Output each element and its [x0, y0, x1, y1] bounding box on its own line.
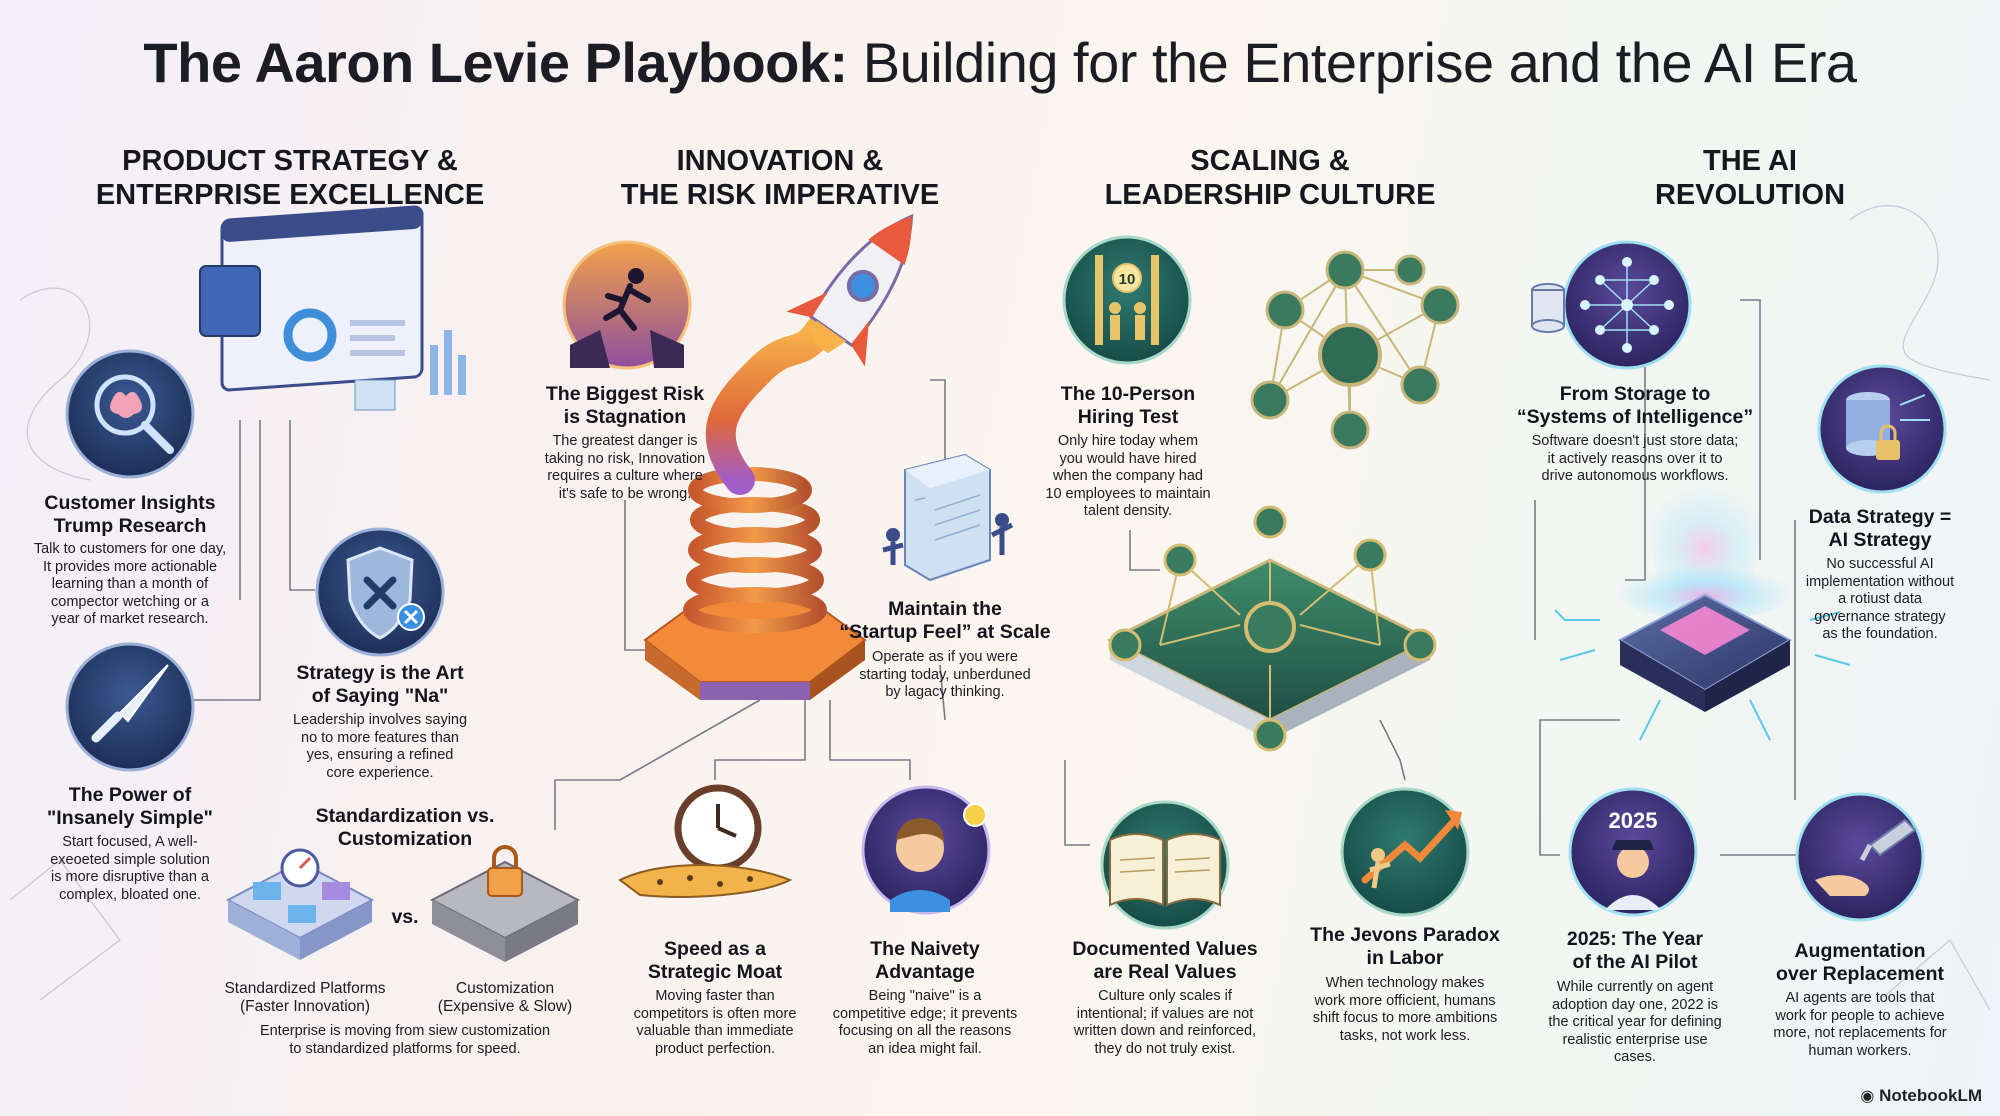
vs-label: vs. — [391, 906, 419, 928]
clock-cheetah-icon — [618, 784, 793, 898]
ai-pilot-desc: While currently on agent adoption day on… — [1548, 979, 1722, 1065]
notebooklm-brand: ◉ NotebookLM — [1860, 1086, 1982, 1105]
pilot-2025-icon: 2025 — [1568, 787, 1698, 917]
column-heading-innovation: INNOVATION &THE RISK IMPERATIVE — [620, 145, 940, 211]
background-decoration — [9, 205, 1991, 1011]
speed-moat-title: Speed as a Strategic Moat — [647, 938, 783, 983]
naivety-desc: Being "naive" is a competitive edge; it … — [832, 988, 1018, 1057]
hiring-badge-number: 10 — [1119, 271, 1136, 288]
naivety-title: The Naivety Advantage — [870, 938, 980, 983]
saying-no-desc: Leadership involves saying no to more fe… — [292, 712, 468, 781]
notebooklm-logo-icon: ◉ — [1860, 1088, 1875, 1105]
data-strategy-desc: No successful AI implementation without … — [1805, 556, 1955, 642]
page-title: The Aaron Levie Playbook: Building for t… — [0, 30, 2000, 95]
pilot-badge-year: 2025 — [1609, 808, 1658, 833]
speed-moat-desc: Moving faster than competitors is often … — [633, 988, 797, 1057]
knife-icon — [65, 642, 195, 772]
browser-window-illustration — [199, 205, 466, 411]
ai-chip-illustration — [1554, 470, 1851, 741]
jevons-desc: When technology makes work more officien… — [1312, 975, 1498, 1044]
augmentation-desc: AI agents are tools that work for people… — [1773, 990, 1947, 1059]
growth-arrow-icon — [1340, 787, 1470, 917]
hiring-test-title: The 10-Person Hiring Test — [1060, 383, 1196, 428]
insanely-simple-desc: Start focused, A well- exeoeted simple s… — [50, 834, 210, 903]
child-lightbulb-icon — [861, 785, 991, 915]
saying-no-title: Strategy is the Art of Saying "Na" — [296, 662, 464, 707]
hiring-test-desc: Only hire today whem you would have hire… — [1045, 433, 1211, 519]
brain-magnifier-icon — [65, 349, 195, 479]
rocket-spring-illustration — [643, 213, 914, 700]
column-heading-scaling: SCALING &LEADERSHIP CULTURE — [1104, 145, 1436, 211]
startup-feel-title: Maintain the “Startup Feel” at Scale — [839, 598, 1051, 643]
neural-network-icon — [1562, 240, 1692, 370]
startup-feel-desc: Operate as if you were starting today, u… — [859, 649, 1031, 700]
systems-intelligence-title: From Storage to “Systems of Intelligence… — [1516, 383, 1754, 428]
open-book-icon — [1100, 800, 1230, 930]
stagnation-title: The Biggest Risk is Stagnation — [545, 383, 705, 428]
title-rest: Building for the Enterprise and the AI E… — [862, 31, 1857, 94]
documented-values-title: Documented Values are Real Values — [1072, 938, 1258, 983]
systems-intelligence-desc: Software doesn't just store data; it act… — [1531, 433, 1739, 484]
circuit-board-illustration — [1106, 505, 1437, 752]
standardized-platforms-label: Standardized Platforms (Faster Innovatio… — [224, 980, 386, 1015]
insanely-simple-title: The Power of "Insanely Simple" — [47, 784, 213, 829]
database-lock-icon — [1817, 364, 1947, 494]
stagnation-desc: The greatest danger is taking no risk, I… — [544, 433, 706, 502]
shield-x-icon — [315, 527, 445, 657]
runner-cliff-icon — [562, 240, 692, 370]
standardization-desc: Enterprise is moving from siew customiza… — [259, 1023, 551, 1057]
jevons-title: The Jevons Paradox in Labor — [1310, 924, 1500, 969]
documented-values-desc: Culture only scales if intentional; if v… — [1073, 988, 1257, 1057]
augmentation-title: Augmentation over Replacement — [1776, 940, 1944, 985]
customization-illustration — [429, 845, 581, 962]
customization-label: Customization (Expensive & Slow) — [437, 980, 573, 1015]
customer-insights-title: Customer Insights Trump Research — [44, 492, 216, 537]
database-stack-icon — [1531, 283, 1565, 333]
standardized-platform-illustration — [225, 848, 375, 960]
robot-human-hands-icon — [1795, 792, 1925, 922]
ai-pilot-title: 2025: The Year of the AI Pilot — [1566, 928, 1704, 973]
office-building-illustration — [882, 453, 1014, 582]
customer-insights-desc: Talk to customers for one day, It provid… — [33, 541, 227, 627]
hiring-gate-icon: 10 — [1062, 235, 1192, 365]
title-bold: The Aaron Levie Playbook: — [143, 31, 848, 94]
column-heading-product: PRODUCT STRATEGY &ENTERPRISE EXCELLENCE — [95, 145, 485, 211]
people-network-illustration — [1250, 250, 1460, 450]
data-strategy-title: Data Strategy = AI Strategy — [1808, 506, 1952, 551]
standardization-title: Standardization vs. Customization — [315, 805, 495, 850]
